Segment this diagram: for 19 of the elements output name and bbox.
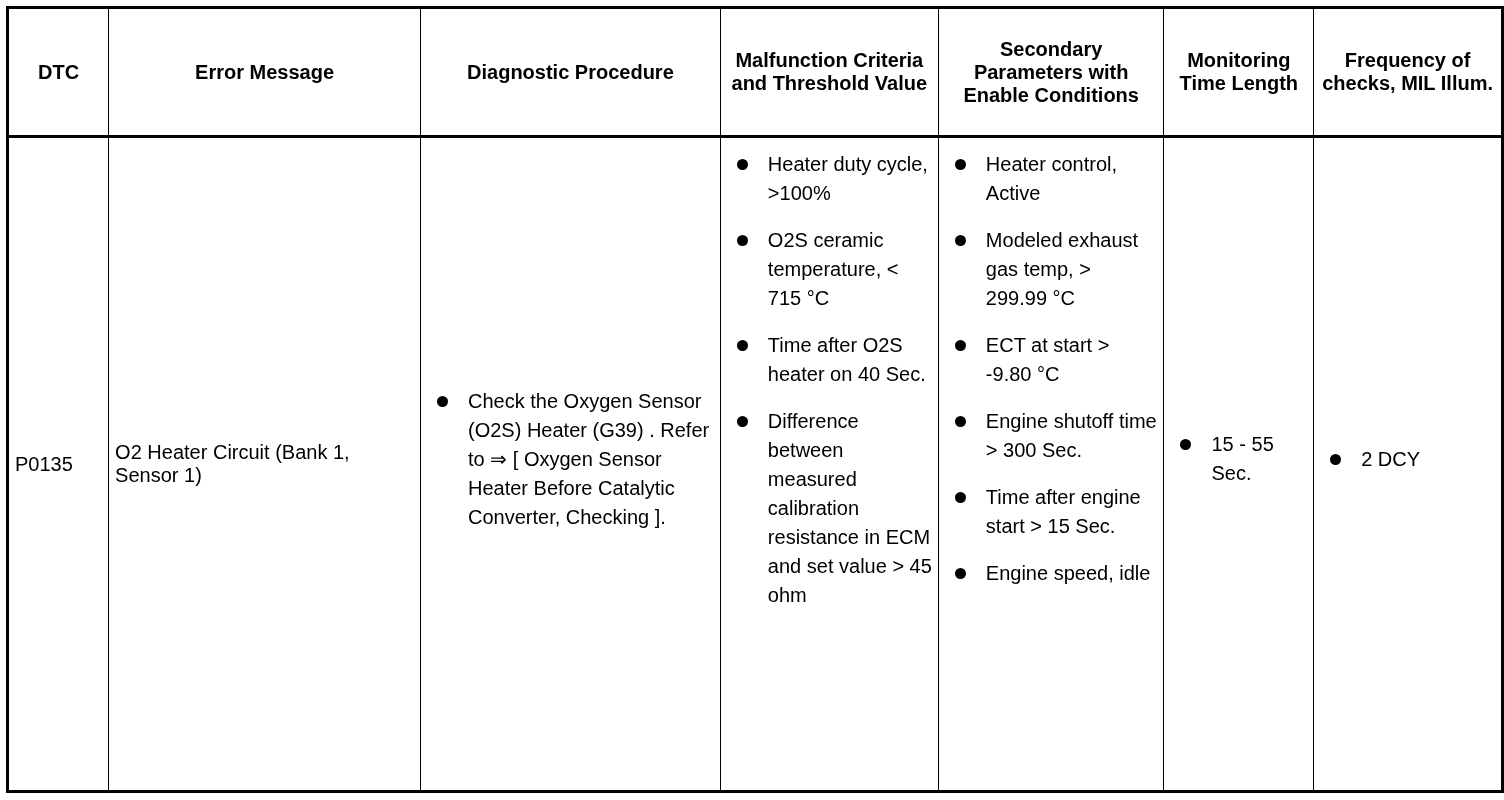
column-header: Diagnostic Procedure bbox=[420, 7, 721, 137]
list-item-text: 15 - 55 Sec. bbox=[1211, 432, 1275, 486]
column-header: Error Message bbox=[108, 7, 421, 137]
list-item-text: Heater duty cycle, >100% bbox=[767, 152, 929, 206]
column-header: DTC bbox=[7, 7, 109, 137]
list-item-text: Heater control, Active bbox=[985, 152, 1118, 206]
list-item-text: Difference between measured calibration resistance in ECM and set value > 45 ohm bbox=[767, 409, 932, 608]
list-item-text: Engine shutoff time > 300 Sec. bbox=[985, 409, 1158, 463]
list-item-text: Check the Oxygen Sensor (O2S) Heater (G39) . Refer to ⇒ [ Oxygen Sensor Heater Before Catalytic Converter, Checking ]. bbox=[468, 388, 711, 530]
column-header: Monitoring Time Length bbox=[1164, 7, 1314, 137]
list-item-text: Modeled exhaust gas temp, > 299.99 °C bbox=[985, 228, 1140, 311]
list-item-text: ECT at start > -9.80 °C bbox=[985, 333, 1111, 387]
list-item-text: Time after engine start > 15 Sec. bbox=[985, 485, 1142, 539]
list-item-text: Time after O2S heater on 40 Sec. bbox=[767, 333, 927, 387]
list-item-text: O2S ceramic temperature, < 715 °C bbox=[767, 228, 900, 311]
column-header: Malfunction Criteria and Threshold Value bbox=[720, 7, 939, 137]
list-item-text: 2 DCY bbox=[1361, 446, 1421, 472]
list-item-text: Engine speed, idle bbox=[985, 561, 1151, 586]
column-header: Secondary Parameters with Enable Conditions bbox=[938, 7, 1164, 137]
